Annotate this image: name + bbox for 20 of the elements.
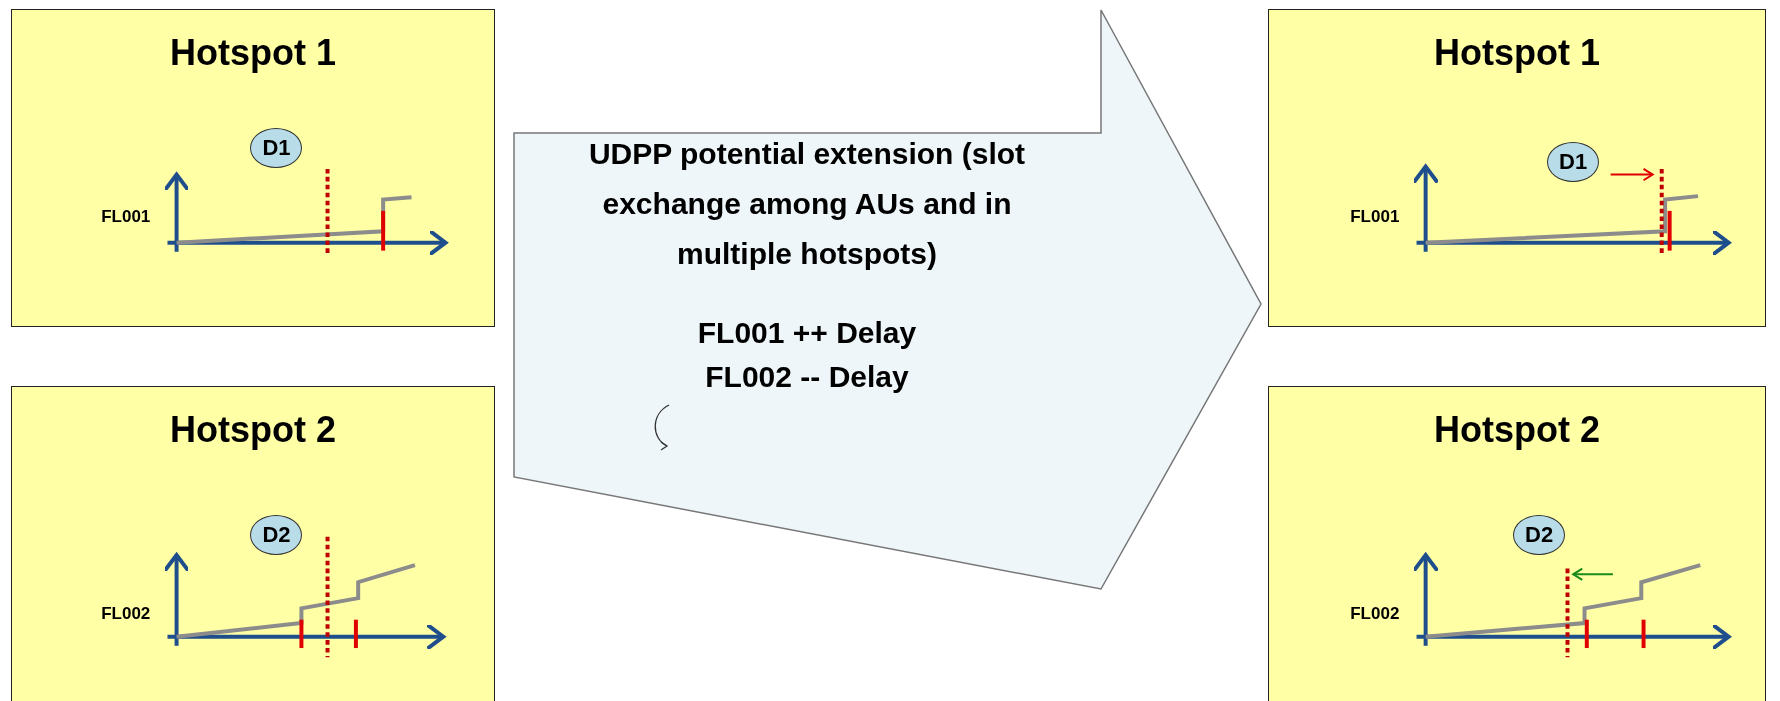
delay-circle: D1 (1547, 142, 1600, 183)
panel-title: Hotspot 1 (1434, 32, 1600, 74)
arrow-heading: UDPP potential extension (slot exchange among AUs and in multiple hotspots) (587, 136, 1027, 272)
panel-title: Hotspot 2 (1434, 409, 1600, 451)
delay-circle: D2 (1513, 514, 1566, 555)
block-arrow (513, 9, 1263, 591)
hotspot-panel (1268, 9, 1766, 327)
swap-text: FL002 -- Delay (705, 359, 909, 395)
panel-title: Hotspot 1 (170, 32, 336, 74)
delay-circle: D1 (250, 128, 303, 169)
panel-title: Hotspot 2 (170, 409, 336, 451)
delay-circle: D2 (250, 514, 303, 555)
flight-label: FL001 (1350, 206, 1400, 227)
hotspot-panel (11, 386, 495, 701)
flight-label: FL002 (101, 604, 151, 624)
flight-label: FL002 (1350, 604, 1400, 624)
hotspot-panel (1268, 386, 1766, 701)
swap-text: FL001 ++ Delay (697, 315, 917, 351)
flight-label: FL001 (101, 206, 151, 227)
hotspot-panel (11, 9, 495, 327)
